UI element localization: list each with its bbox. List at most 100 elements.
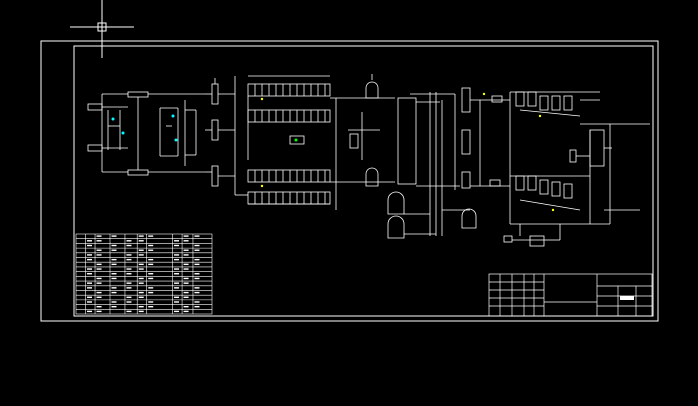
table-cell-mark [183, 268, 189, 270]
table-cell-mark [194, 301, 200, 303]
table-cell-mark [183, 235, 189, 237]
table-cell-mark [96, 268, 102, 270]
table-cell-mark [183, 240, 189, 242]
table-cell-mark [87, 254, 93, 256]
table-cell-mark [138, 263, 144, 266]
table-cell-mark [148, 287, 154, 289]
table-cell-mark [111, 258, 117, 261]
collector-headers [330, 97, 395, 210]
table-cell-mark [148, 301, 154, 303]
table-cell-mark [183, 296, 189, 298]
table-cell-mark [148, 249, 154, 251]
table-cell-mark [138, 240, 144, 242]
table-cell-mark [194, 258, 200, 261]
table-cell-mark [138, 305, 144, 308]
table-cell-mark [111, 305, 117, 308]
table-cell-mark [87, 296, 93, 298]
table-cell-mark [138, 254, 144, 256]
table-cell-mark [138, 310, 144, 313]
table-cell-mark [174, 254, 180, 256]
table-cell-mark [148, 305, 154, 308]
table-cell-mark [111, 249, 117, 251]
polishing-vessels [461, 87, 510, 189]
table-cell-mark [126, 296, 132, 298]
dome-tanks [365, 74, 477, 239]
table-cell-mark [96, 263, 102, 266]
table-cell-mark [194, 235, 200, 237]
table-cell-mark [174, 282, 180, 284]
table-cell-mark [148, 273, 154, 275]
table-cell-mark [126, 301, 132, 303]
table-cell-mark [111, 263, 117, 266]
table-cell-mark [174, 273, 180, 275]
table-cell-mark [138, 296, 144, 298]
table-cell-mark [174, 268, 180, 270]
table-cell-mark [111, 273, 117, 275]
table-cell-mark [138, 282, 144, 284]
inner-frame [73, 45, 654, 317]
table-cell-mark [111, 244, 117, 247]
table-cell-mark [194, 305, 200, 308]
table-cell-mark [126, 310, 132, 313]
table-cell-mark [174, 240, 180, 242]
table-cell-mark [111, 277, 117, 280]
table-cell-mark [126, 258, 132, 261]
second-exchanger-group [148, 93, 205, 173]
table-cell-mark [194, 277, 200, 280]
table-cell-mark [87, 244, 93, 247]
table-cell-mark [183, 249, 189, 251]
lower-membrane-rack [235, 169, 331, 205]
table-cell-mark [138, 268, 144, 270]
table-cell-mark [148, 291, 154, 294]
table-cell-mark [183, 254, 189, 256]
table-cell-mark [96, 240, 102, 242]
table-cell-mark [96, 235, 102, 237]
table-cell-mark [87, 301, 93, 303]
table-cell-mark [194, 244, 200, 247]
table-cell-mark [194, 273, 200, 275]
table-cell-mark [87, 282, 93, 284]
table-cell-mark [194, 249, 200, 251]
table-cell-mark [194, 291, 200, 294]
table-cell-mark [96, 291, 102, 294]
outer-frame [40, 40, 659, 322]
table-cell-mark [174, 301, 180, 303]
table-cell-mark [87, 268, 93, 270]
table-cell-mark [96, 254, 102, 256]
table-cell-mark [126, 287, 132, 289]
table-cell-mark [138, 249, 144, 251]
vertical-vessels [205, 76, 236, 195]
left-exchanger-group [87, 91, 149, 176]
table-cell-mark [126, 254, 132, 256]
table-cell-mark [174, 310, 180, 313]
crosshair-cursor-icon[interactable] [70, 0, 134, 58]
table-cell-mark [174, 244, 180, 247]
table-cell-mark [96, 305, 102, 308]
table-cell-mark [148, 263, 154, 266]
table-cell-mark [148, 258, 154, 261]
table-cell-mark [126, 273, 132, 275]
table-cell-mark [174, 296, 180, 298]
upper-membrane-rack [247, 75, 331, 160]
equipment-list-table [75, 233, 213, 315]
table-cell-mark [183, 310, 189, 313]
table-cell-mark [87, 240, 93, 242]
table-cell-mark [111, 291, 117, 294]
table-cell-mark [126, 240, 132, 242]
table-cell-mark [96, 277, 102, 280]
table-cell-mark [111, 301, 117, 303]
table-cell-mark [183, 291, 189, 294]
table-cell-mark [194, 287, 200, 289]
table-cell-mark [148, 277, 154, 280]
table-cell-mark [96, 282, 102, 284]
table-cell-mark [126, 244, 132, 247]
table-cell-mark [183, 263, 189, 266]
title-block [488, 273, 653, 317]
table-cell-mark [87, 273, 93, 275]
table-cell-mark [138, 277, 144, 280]
table-cell-mark [96, 310, 102, 313]
table-cell-mark [111, 235, 117, 237]
product-pump [503, 224, 561, 247]
